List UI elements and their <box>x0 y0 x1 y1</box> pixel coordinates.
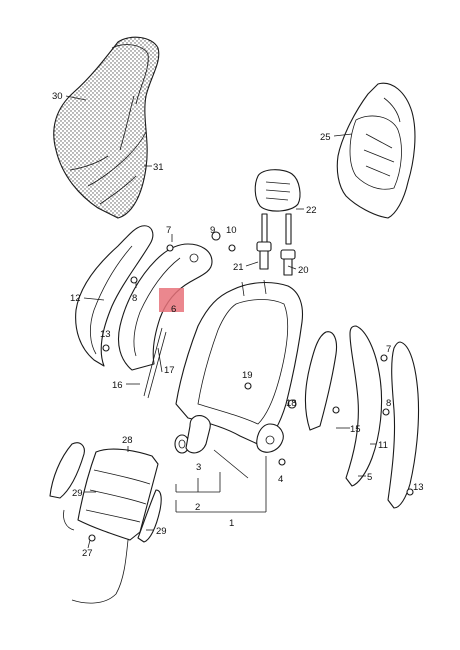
callout-labels: 30 31 25 22 7 9 10 21 20 8 6 12 13 16 17… <box>52 91 424 559</box>
fasteners <box>88 231 414 542</box>
callout-7-left: 7 <box>166 225 171 236</box>
callout-13-left: 13 <box>100 329 111 340</box>
callout-13-right: 13 <box>413 482 424 493</box>
callout-16: 16 <box>112 380 123 391</box>
callout-25: 25 <box>320 132 331 143</box>
callout-9: 9 <box>210 225 215 236</box>
callout-12: 12 <box>70 293 81 304</box>
recliner-parts <box>174 415 249 479</box>
headrest-guide <box>254 169 301 276</box>
callout-18: 18 <box>286 398 297 409</box>
callout-3: 3 <box>196 462 201 473</box>
callout-21: 21 <box>233 262 244 273</box>
side-bracket <box>117 243 213 371</box>
left-side-trim <box>75 225 154 367</box>
callout-8-right: 8 <box>386 398 391 409</box>
callout-5: 5 <box>367 472 372 483</box>
backrest-rear-panel <box>336 82 416 219</box>
callout-29-left: 29 <box>72 488 83 499</box>
callout-20: 20 <box>298 265 309 276</box>
callout-31: 31 <box>153 162 164 173</box>
callout-27: 27 <box>82 548 93 559</box>
backrest-frame <box>175 279 304 453</box>
callout-10: 10 <box>226 225 237 236</box>
callout-1: 1 <box>229 518 234 529</box>
callout-15: 15 <box>350 424 361 435</box>
callout-4: 4 <box>278 474 283 485</box>
callout-7-right: 7 <box>386 344 391 355</box>
right-side-trims <box>305 325 420 509</box>
callout-19: 19 <box>242 370 253 381</box>
callout-29-right: 29 <box>156 526 167 537</box>
lumbar-support <box>49 442 162 604</box>
highlight-box-item-6 <box>159 288 184 312</box>
callout-8-left: 8 <box>132 293 137 304</box>
backrest-cover <box>53 36 160 219</box>
callout-22: 22 <box>306 205 317 216</box>
release-cable <box>143 327 167 399</box>
callout-17: 17 <box>164 365 175 376</box>
callout-11: 11 <box>378 440 388 451</box>
callout-2: 2 <box>195 502 200 513</box>
callout-leaders <box>65 95 376 549</box>
lower-brackets <box>175 456 267 513</box>
callout-30: 30 <box>52 91 63 102</box>
callout-28: 28 <box>122 435 133 446</box>
callout-6: 6 <box>171 304 176 315</box>
